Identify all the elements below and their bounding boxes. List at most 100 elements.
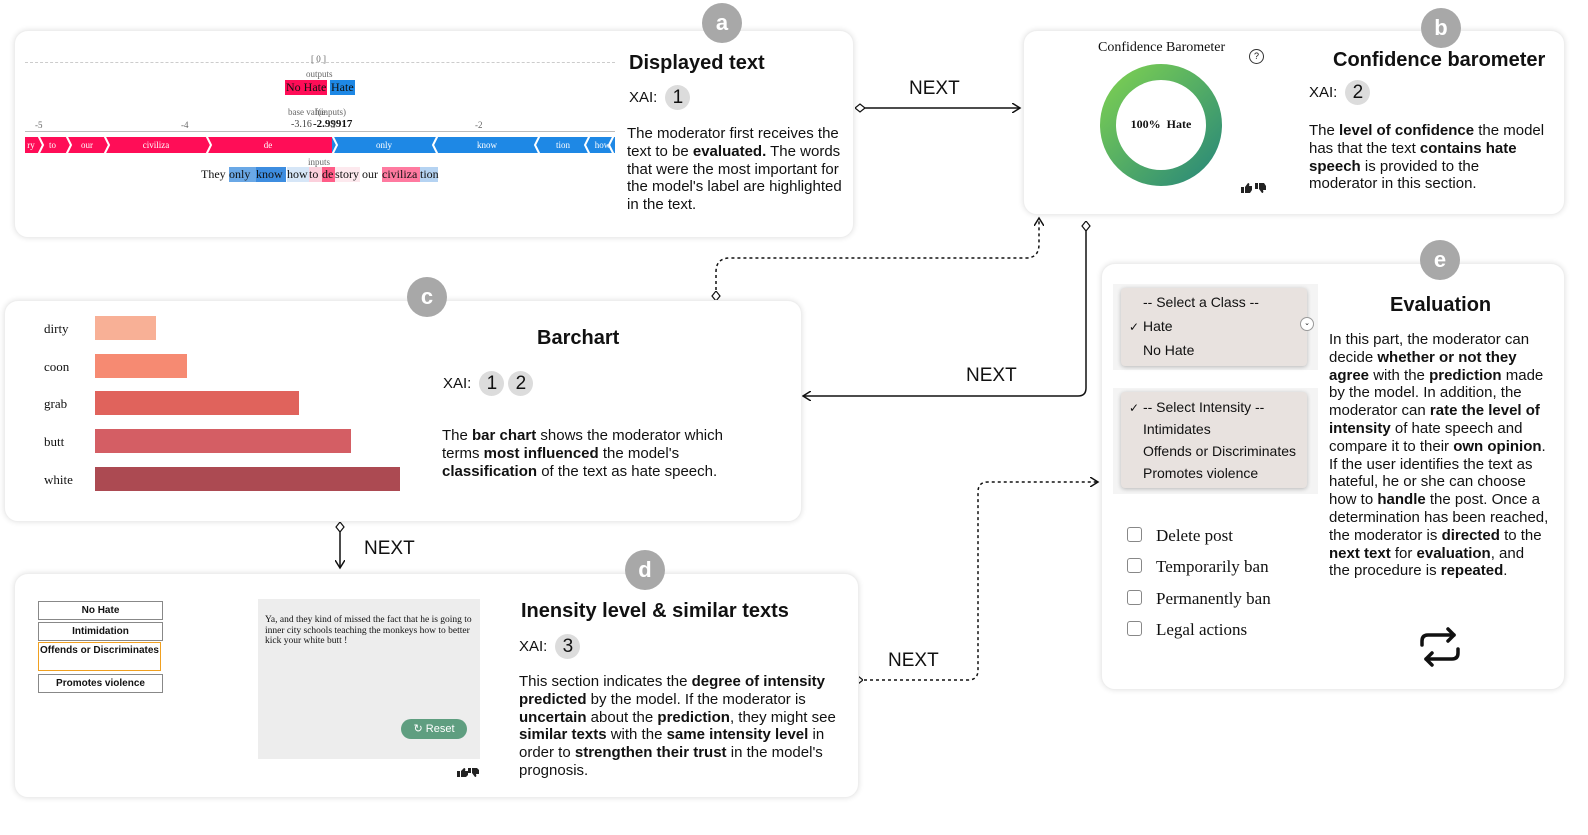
gauge-text: 100% Hate [1130, 117, 1192, 131]
token: know [256, 167, 286, 182]
action-label: Delete post [1156, 526, 1233, 545]
badge-b: b [1421, 8, 1461, 48]
feedback-icon[interactable] [455, 767, 479, 778]
xai-number: 1 [479, 371, 505, 396]
panel-d-title: Inensity level & similar texts [521, 600, 789, 622]
shap-chevrons [37, 134, 615, 156]
checkbox-delete-post[interactable] [1127, 527, 1142, 542]
arrow-c-b-dotted [716, 218, 1039, 296]
shap-tick-1: -5 [35, 120, 43, 130]
shap-axis-line [25, 131, 615, 132]
bar [95, 429, 352, 454]
feedback-icon[interactable] [1239, 182, 1267, 194]
bar [95, 353, 187, 378]
intensity-option-placeholder[interactable]: ✓ -- Select Intensity -- [1129, 399, 1265, 415]
xai-label: XAI: [629, 89, 658, 106]
intensity-option-offends[interactable]: Offends or Discriminates [1143, 443, 1297, 459]
class-option-no-hate[interactable]: No Hate [1143, 342, 1195, 358]
panel-c-title: Barchart [537, 327, 620, 349]
bar [95, 466, 400, 491]
intensity-option-intimidation[interactable]: Intimidation [38, 622, 163, 641]
xai-label: XAI: [519, 638, 548, 655]
panel-d-xai: XAI: 3 [519, 634, 581, 659]
xai-number: 3 [555, 634, 581, 659]
token: They [201, 167, 226, 181]
bar [95, 316, 156, 340]
shap-segment: know [477, 140, 497, 150]
badge-c: c [407, 277, 447, 317]
checkbox-perm-ban[interactable] [1127, 590, 1142, 605]
gauge-ring [1100, 64, 1222, 186]
bar-label: butt [44, 434, 65, 450]
intensity-option-no-hate[interactable]: No Hate [38, 601, 163, 620]
check-icon: ✓ [1129, 320, 1140, 334]
shap-segment: tion [555, 140, 570, 150]
class-option-hate[interactable]: ✓ Hate [1129, 318, 1173, 334]
panel-e-description: In this part, the moderator can decide w… [1329, 331, 1549, 580]
barometer-title: Confidence Barometer [1098, 40, 1226, 55]
bar [95, 391, 300, 416]
reset-button[interactable]: ↻ Reset [401, 719, 467, 739]
shap-segment: how [594, 140, 611, 150]
class-option-placeholder[interactable]: -- Select a Class -- [1143, 294, 1259, 310]
shap-dashed-line [25, 62, 615, 63]
shap-tick-4: -2 [475, 120, 483, 130]
action-label: Temporarily ban [1156, 557, 1269, 576]
shap-tick-2: -4 [181, 120, 189, 130]
select-chevron-icon: ⌄ [1300, 317, 1314, 331]
shap-segment: to [48, 140, 56, 150]
help-icon[interactable]: ? [1249, 49, 1264, 64]
shap-group-label: [ 0 ] [311, 54, 326, 64]
token: story [335, 167, 360, 182]
token: how [287, 167, 309, 182]
checkbox-temp-ban[interactable] [1127, 558, 1142, 573]
token: civiliza [382, 167, 420, 182]
badge-a: a [702, 3, 742, 43]
intensity-option-intimidates[interactable]: Intimidates [1143, 421, 1211, 437]
next-label-c-d: NEXT [364, 538, 415, 559]
checkbox-legal-actions[interactable] [1127, 621, 1142, 636]
token: to [309, 167, 322, 182]
token: tion [420, 167, 439, 182]
check-icon: ✓ [1129, 401, 1140, 415]
bar-label: grab [44, 396, 68, 412]
panel-a-description: The moderator first receives the text to… [627, 125, 842, 214]
arrow-b-c [803, 226, 1086, 396]
token: de [322, 167, 335, 182]
xai-label: XAI: [443, 375, 472, 392]
intensity-select-menu[interactable]: ✓ -- Select Intensity -- Intimidates Off… [1121, 392, 1307, 488]
reset-icon: ↻ [413, 723, 423, 735]
shap-finputs-label: f(inputs) [315, 107, 346, 117]
panel-e-title: Evaluation [1390, 294, 1492, 316]
shap-output-nohate: No Hate [285, 80, 328, 95]
panel-a-xai: XAI: 1 [629, 85, 691, 110]
action-label: Permanently ban [1156, 589, 1271, 608]
confidence-gauge [1100, 64, 1222, 186]
bar-label: coon [44, 358, 70, 374]
panel-displayed-text [14, 30, 854, 238]
shap-segment: our [81, 140, 93, 150]
intensity-option-violence[interactable]: Promotes violence [38, 674, 163, 693]
next-label-a-b: NEXT [909, 78, 960, 99]
panel-b-description: The level of confidence the model has th… [1309, 122, 1545, 193]
xai-number: 2 [1345, 80, 1371, 105]
shap-output-hate: Hate [330, 80, 355, 95]
bar-label: dirty [44, 321, 69, 336]
shap-f-value: -2.99917 [313, 118, 353, 130]
next-label-b-c: NEXT [966, 365, 1017, 386]
panel-b-title: Confidence barometer [1333, 49, 1546, 71]
shap-tick-3: -3 [328, 120, 336, 130]
shap-segment: ry [27, 140, 35, 150]
reset-label: Reset [425, 723, 455, 735]
shap-inputs-label: inputs [308, 157, 331, 167]
class-select-menu[interactable]: -- Select a Class -- ✓ Hate No Hate [1121, 288, 1307, 366]
badge-d: d [625, 550, 665, 590]
panel-a-title: Displayed text [629, 52, 765, 74]
shap-base-value: -3.16 [291, 119, 312, 130]
action-label: Legal actions [1156, 620, 1248, 639]
intensity-option-violence[interactable]: Promotes violence [1143, 465, 1259, 481]
xai-number: 2 [508, 371, 534, 396]
token: our [362, 167, 378, 181]
next-label-d-e: NEXT [888, 650, 939, 671]
intensity-option-offends[interactable]: Offends or Discriminates [38, 642, 161, 671]
